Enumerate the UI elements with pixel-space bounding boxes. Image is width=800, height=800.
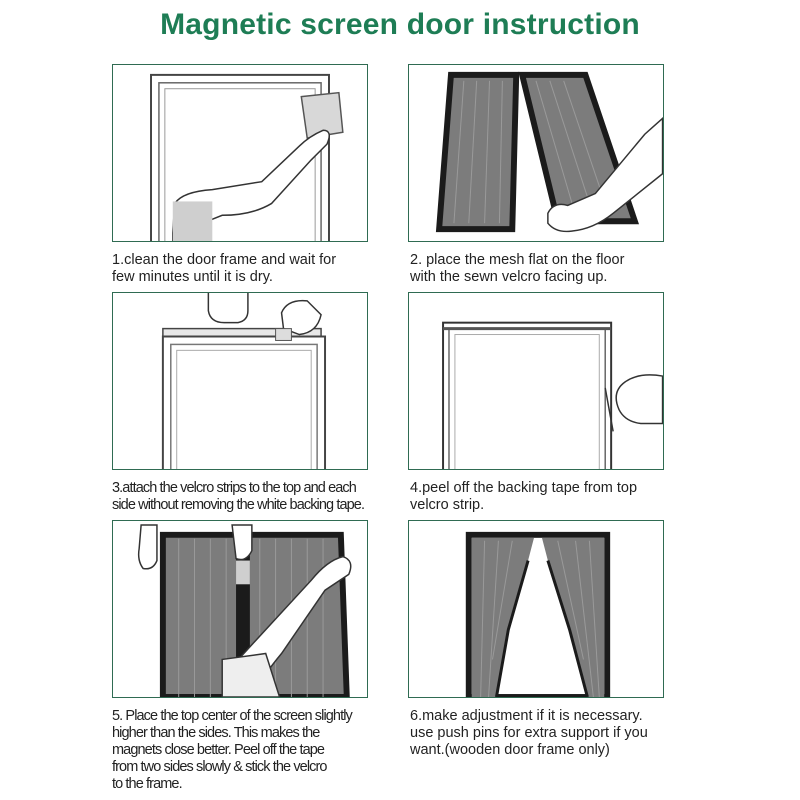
installed-door-icon — [465, 531, 611, 697]
step-1-panel — [112, 64, 368, 242]
step-3-panel — [112, 292, 368, 470]
step-1-line: few minutes until it is dry. — [112, 269, 273, 285]
step-5-line: higher than the sides. This makes the — [112, 725, 320, 741]
step-5-line: from two sides slowly & stick the velcro — [112, 759, 328, 775]
step-1-caption: 1.clean the door frame and wait for few … — [112, 252, 336, 286]
mesh-on-floor-icon — [435, 71, 663, 233]
step-3-line: 3.attach the velcro strips to the top an… — [112, 480, 357, 496]
step-2-caption: 2. place the mesh flat on the floor with… — [410, 252, 624, 286]
step-2-panel — [408, 64, 664, 242]
step-2-line: 2. place the mesh flat on the floor — [410, 252, 625, 268]
peel-tape-icon — [442, 321, 663, 469]
step-5-line: to the frame. — [112, 776, 183, 792]
step-6-panel — [408, 520, 664, 698]
step-4-line: 4.peel off the backing tape from top — [410, 480, 638, 496]
step-6-line: want.(wooden door frame only) — [410, 742, 610, 758]
hand-wiping-frame-icon — [150, 73, 344, 241]
attach-velcro-icon — [161, 293, 327, 469]
step-6-line: use push pins for extra support if you — [410, 725, 648, 741]
step-3-line: side without removing the white backing … — [112, 497, 365, 513]
step-6-line: 6.make adjustment if it is necessary. — [410, 708, 643, 724]
step-5-panel — [112, 520, 368, 698]
stick-screen-icon — [137, 524, 352, 697]
step-6-caption: 6.make adjustment if it is necessary. us… — [410, 708, 648, 759]
page-title: Magnetic screen door instruction — [160, 8, 640, 41]
step-4-panel — [408, 292, 664, 470]
step-1-line: 1.clean the door frame and wait for — [112, 252, 337, 268]
step-5-line: magnets close better. Peel off the tape — [112, 742, 325, 758]
step-5-line: 5. Place the top center of the screen sl… — [112, 708, 353, 724]
step-5-caption: 5. Place the top center of the screen sl… — [112, 708, 353, 793]
step-2-line: with the sewn velcro facing up. — [410, 269, 608, 285]
step-4-line: velcro strip. — [410, 497, 485, 513]
step-3-caption: 3.attach the velcro strips to the top an… — [112, 480, 365, 514]
step-4-caption: 4.peel off the backing tape from top vel… — [410, 480, 637, 514]
